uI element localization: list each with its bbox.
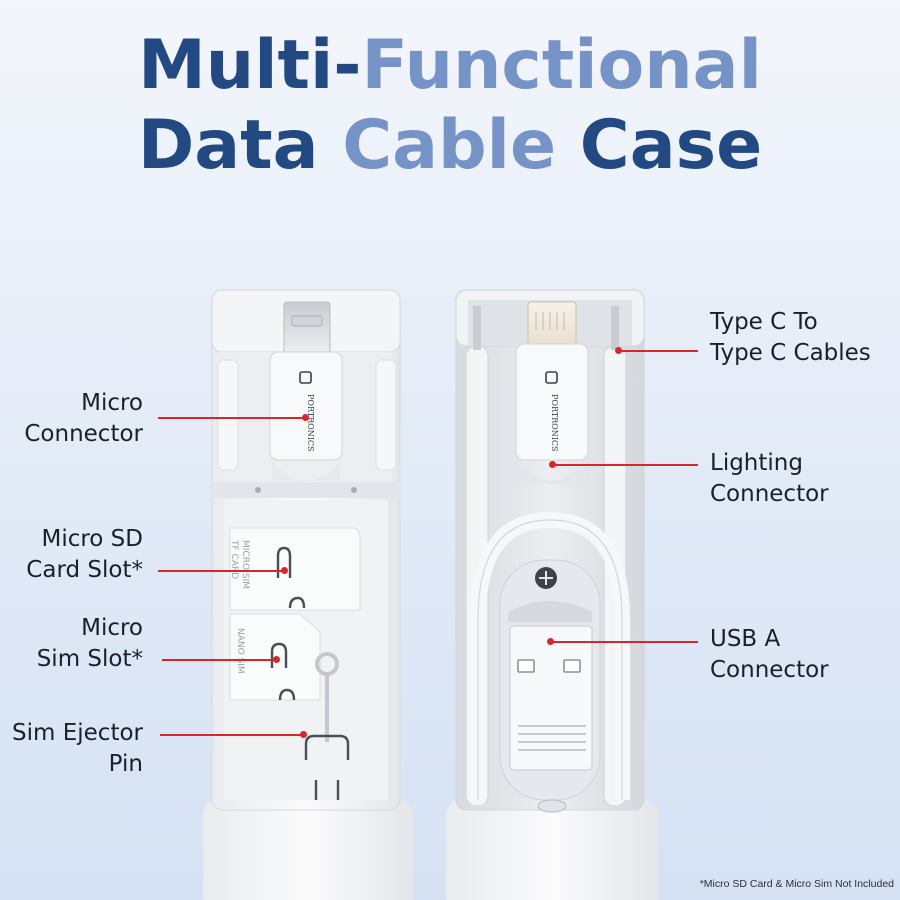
dot-lighting	[549, 461, 556, 468]
slot-text-nano-sim: NANO SIM	[235, 628, 245, 674]
footnote: *Micro SD Card & Micro Sim Not Included	[699, 878, 894, 890]
lightning-tip	[527, 301, 577, 349]
lightning-connector-body	[515, 343, 589, 461]
title-word-multi: Multi-	[138, 26, 362, 105]
leader-micro-connector	[158, 417, 306, 419]
dot-usb-a	[547, 638, 554, 645]
micro-usb-tip	[283, 301, 331, 357]
dot-sim-pin	[300, 731, 307, 738]
label-micro-sd: Micro SD Card Slot*	[26, 524, 143, 586]
brand-text-right: PORTRONICS	[550, 394, 559, 452]
sim-ejector-pin	[304, 652, 350, 800]
label-micro-sim: Micro Sim Slot*	[37, 613, 143, 675]
micro-connector-body	[269, 351, 343, 461]
slot-text-micro-sim: MICRO SIM	[240, 540, 250, 589]
label-micro-connector: Micro Connector	[24, 388, 143, 450]
dot-type-c	[615, 347, 622, 354]
page-title-line-1: Multi-Functional	[0, 32, 900, 100]
leader-type-c	[620, 350, 698, 352]
label-lighting-line-2: Connector	[710, 481, 829, 507]
page-title-line-2: Data Cable Case	[0, 112, 900, 180]
label-usb-a: USB A Connector	[710, 624, 829, 686]
label-micro-sim-line-2: Sim Slot*	[36, 646, 143, 672]
label-lighting-line-1: Lighting	[710, 450, 803, 476]
label-usb-a-line-2: Connector	[710, 657, 829, 683]
leader-sim-pin	[160, 734, 306, 736]
right-case-sleeve	[446, 800, 658, 900]
title-word-case: Case	[579, 106, 763, 185]
label-sim-pin-line-2: Pin	[108, 751, 143, 777]
left-case-sleeve	[203, 800, 413, 900]
label-lighting: Lighting Connector	[710, 448, 829, 510]
label-micro-connector-line-1: Micro	[81, 390, 143, 416]
label-micro-sd-line-2: Card Slot*	[26, 557, 143, 583]
left-case: PORTRONICS MICRO SIM TF CARD NANO SIM	[203, 289, 413, 900]
label-sim-pin-line-1: Sim Ejector	[12, 720, 143, 746]
label-micro-sd-line-1: Micro SD	[41, 526, 143, 552]
label-type-c-line-2: Type C Cables	[710, 340, 871, 366]
dot-micro-connector	[302, 414, 309, 421]
leader-lighting	[554, 464, 698, 466]
label-sim-pin: Sim Ejector Pin	[12, 718, 143, 780]
title-word-cable: Cable	[342, 106, 580, 185]
dot-micro-sim	[273, 656, 280, 663]
leader-micro-sim	[162, 659, 278, 661]
leader-micro-sd	[158, 570, 286, 572]
title-word-data: Data	[137, 106, 343, 185]
slot-text-tf-card: TF CARD	[229, 539, 239, 579]
label-micro-sim-line-1: Micro	[81, 615, 143, 641]
label-micro-connector-line-2: Connector	[24, 421, 143, 447]
title-word-functional: Functional	[361, 26, 762, 105]
right-case: PORTRONICS	[446, 289, 658, 900]
brand-text-left: PORTRONICS	[306, 394, 315, 452]
leader-usb-a	[552, 641, 698, 643]
usb-a-connector	[509, 625, 593, 771]
label-usb-a-line-1: USB A	[710, 626, 781, 652]
label-type-c-line-1: Type C To	[710, 309, 818, 335]
label-type-c: Type C To Type C Cables	[710, 307, 871, 369]
dot-micro-sd	[281, 567, 288, 574]
